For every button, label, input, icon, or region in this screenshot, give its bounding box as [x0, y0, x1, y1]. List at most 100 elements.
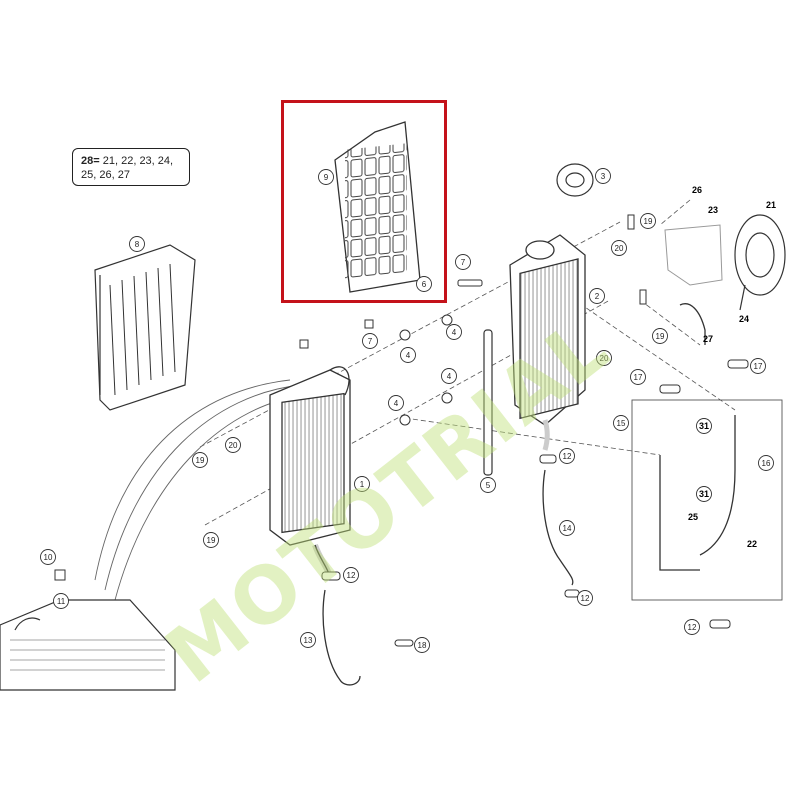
callout-circle	[559, 448, 575, 464]
callout-number: 19	[656, 332, 665, 341]
callout-circle	[640, 213, 656, 229]
callout-circle	[480, 477, 496, 493]
callout-c10: 10	[40, 549, 56, 565]
callout-circle	[388, 395, 404, 411]
label-l23: 23	[708, 205, 718, 215]
callout-number: 20	[229, 441, 238, 450]
callout-c14: 14	[559, 520, 575, 536]
callout-number: 8	[135, 240, 140, 249]
callout-circle	[652, 328, 668, 344]
callout-c8: 8	[129, 236, 145, 252]
legend-line1: 21, 22, 23, 24,	[99, 155, 174, 167]
callout-c19d: 19	[203, 532, 219, 548]
callout-number: 14	[563, 524, 572, 533]
fan-shroud-23	[664, 224, 723, 286]
callout-c20b: 20	[596, 350, 612, 366]
callout-c1: 1	[354, 476, 370, 492]
callout-number: 12	[581, 594, 590, 603]
label-l24: 24	[739, 314, 749, 324]
callout-layer: 1234444567789101112121212131415161717181…	[40, 168, 774, 653]
callout-c5: 5	[480, 477, 496, 493]
callout-number: 17	[754, 362, 763, 371]
wire-27	[679, 303, 706, 345]
callout-c12b: 12	[559, 448, 575, 464]
callout-circle	[192, 452, 208, 468]
callout-c13: 13	[300, 632, 316, 648]
callout-c4d: 4	[388, 395, 404, 411]
callout-circle	[362, 333, 378, 349]
callout-circle	[446, 324, 462, 340]
fan-21	[734, 214, 786, 311]
callout-number: 6	[422, 280, 427, 289]
callout-number: 13	[304, 636, 313, 645]
callout-circle	[300, 632, 316, 648]
assembly-legend: 28= 21, 22, 23, 24, 25, 26, 27	[72, 148, 190, 186]
label-l27: 27	[703, 334, 713, 344]
callout-circle	[696, 486, 712, 502]
callout-c4a: 4	[400, 347, 416, 363]
label-l21: 21	[766, 200, 776, 210]
callout-c15: 15	[613, 415, 629, 431]
rod-5	[483, 329, 493, 476]
callout-circle	[400, 347, 416, 363]
label-layer: 21 22 23 24 25 26 27	[688, 185, 776, 549]
label-l22: 22	[747, 539, 757, 549]
callout-number: 15	[617, 419, 626, 428]
callout-number: 12	[688, 623, 697, 632]
callout-c20c: 20	[225, 437, 241, 453]
callout-c20a: 20	[611, 240, 627, 256]
callout-c31b: 31	[696, 486, 712, 502]
callout-c4b: 4	[446, 324, 462, 340]
callout-number: 7	[368, 337, 373, 346]
callout-circle	[441, 368, 457, 384]
engine-block	[0, 599, 176, 691]
callout-circle	[611, 240, 627, 256]
radiator-grille-9	[334, 121, 421, 293]
label-l25: 25	[688, 512, 698, 522]
callout-number: 2	[595, 292, 600, 301]
callout-circle	[414, 637, 430, 653]
callout-circle	[354, 476, 370, 492]
callout-circle	[416, 276, 432, 292]
callout-circle	[318, 169, 334, 185]
callout-number: 18	[418, 641, 427, 650]
callout-c12c: 12	[577, 590, 593, 606]
callout-circle	[696, 418, 712, 434]
callout-number: 11	[57, 597, 66, 606]
callout-c7b: 7	[362, 333, 378, 349]
callout-c16: 16	[758, 455, 774, 471]
callout-number: 9	[324, 173, 329, 182]
small-parts	[54, 214, 749, 647]
callout-number: 10	[44, 553, 53, 562]
callout-number: 7	[461, 258, 466, 267]
label-l26: 26	[692, 185, 702, 195]
callout-c19c: 19	[192, 452, 208, 468]
callout-circle	[684, 619, 700, 635]
callout-c18: 18	[414, 637, 430, 653]
callout-circle	[613, 415, 629, 431]
callout-c7a: 7	[455, 254, 471, 270]
detail-frame	[631, 399, 783, 601]
callout-circle	[225, 437, 241, 453]
callout-circle	[129, 236, 145, 252]
callout-number: 19	[196, 456, 205, 465]
legend-key: 28	[81, 155, 94, 167]
hoses	[316, 415, 742, 692]
callout-circle	[455, 254, 471, 270]
callout-number: 4	[406, 351, 411, 360]
callout-number: 20	[615, 244, 624, 253]
callout-number: 16	[762, 459, 771, 468]
callout-number: 19	[207, 536, 216, 545]
left-radiator-1	[269, 366, 351, 581]
callout-number: 5	[486, 481, 491, 490]
callout-number: 4	[447, 372, 452, 381]
legend-eq: =	[93, 155, 100, 167]
callout-circle	[630, 369, 646, 385]
callout-c19a: 19	[640, 213, 656, 229]
callout-c12a: 12	[343, 567, 359, 583]
radiator-cap-3	[556, 163, 594, 197]
callout-c31a: 31	[696, 418, 712, 434]
callout-number: 12	[347, 571, 356, 580]
callout-circle	[595, 168, 611, 184]
